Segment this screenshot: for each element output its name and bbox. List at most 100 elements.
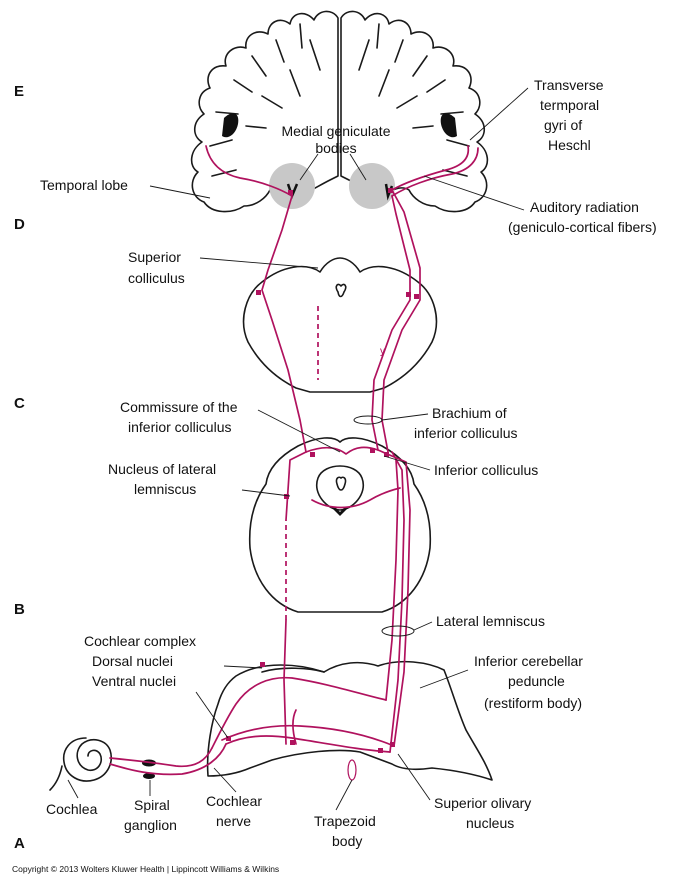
leader-auditory-radiation [424, 176, 524, 210]
trapezoid-ring [348, 760, 356, 780]
label-temporal-lobe: Temporal lobe [40, 177, 128, 193]
cerebral-aqueduct-lower [336, 477, 345, 490]
right-medial-geniculate-body [349, 163, 395, 209]
label-line: Ventral nuclei [92, 673, 176, 689]
label-line: Superior [128, 249, 181, 265]
label-heschl: Transverse termporal gyri of Heschl [534, 77, 604, 153]
label-line: body [332, 833, 362, 849]
label-cochlear-nerve: Cochlear nerve [206, 793, 262, 829]
leader-superior-olivary [398, 754, 430, 800]
right-auditory-radiation [392, 146, 468, 190]
label-line: Medial geniculate [282, 123, 391, 139]
section-marker-c: C [14, 395, 25, 412]
leader-ventral-nuclei [196, 692, 228, 738]
label-line: nerve [216, 813, 251, 829]
leader-lateral-lemniscus [414, 622, 432, 630]
leader-nucleus-ll [242, 490, 290, 496]
dorsal-nuclei-projection [212, 678, 386, 748]
left-sulci [210, 24, 320, 176]
midbrain-superior-colliculus [244, 258, 437, 392]
label-cochlear-complex: Cochlear complex Dorsal nuclei Ventral n… [84, 633, 196, 689]
cochlea-spiral [64, 738, 112, 781]
label-line: Inferior cerebellar [474, 653, 583, 669]
label-line: Dorsal nuclei [92, 653, 173, 669]
copyright-notice: Copyright © 2013 Wolters Kluwer Health |… [12, 864, 279, 874]
commissure-lower [312, 488, 400, 508]
section-marker-e: E [14, 83, 24, 100]
label-nucleus-lateral-lemniscus: Nucleus of lateral lemniscus [108, 461, 216, 497]
cerebral-aqueduct-upper [336, 284, 345, 296]
label-line: Cochlear complex [84, 633, 196, 649]
label-line: colliculus [128, 270, 185, 286]
label-line: Spiral [134, 797, 170, 813]
label-line: Superior olivary [434, 795, 531, 811]
synapse-marker [388, 188, 393, 193]
right-auditory-radiation-2 [392, 148, 478, 196]
label-spiral-ganglion: Spiral ganglion [124, 797, 177, 833]
brachium-right-2 [382, 190, 420, 452]
label-line: (geniculo-cortical fibers) [508, 219, 657, 235]
label-line: Transverse [534, 77, 604, 93]
label-line: gyri of [544, 117, 582, 133]
label-line: (restiform body) [484, 695, 582, 711]
label-line: Cochlear [206, 793, 262, 809]
synapse-marker [378, 748, 383, 753]
label-brachium: Brachium of inferior colliculus [414, 405, 517, 441]
label-line: Commissure of the [120, 399, 238, 415]
label-line: Brachium of [432, 405, 507, 421]
synapse-marker [370, 448, 375, 453]
section-marker-a: A [14, 835, 25, 852]
leader-cochlea [68, 780, 78, 798]
label-commissure: Commissure of the inferior colliculus [120, 399, 238, 435]
left-lateral-sulcus-insula [222, 113, 238, 137]
right-lateral-sulcus-insula [441, 113, 457, 137]
left-hemisphere [192, 11, 338, 211]
label-line: Auditory radiation [530, 199, 639, 215]
section-marker-b: B [14, 601, 25, 618]
label-line: lemniscus [134, 481, 196, 497]
label-auditory-radiation: Auditory radiation (geniculo-cortical fi… [508, 199, 657, 235]
label-medial-geniculate: Medial geniculate bodies [282, 123, 391, 156]
left-nucleus-lateral-lemniscus-fiber [286, 452, 306, 520]
label-line: bodies [315, 140, 356, 156]
cochlea [50, 738, 111, 790]
trapezoid-body-fibers [222, 726, 394, 746]
brachium-right-1 [372, 196, 410, 450]
label-line: Trapezoid [314, 813, 376, 829]
synapse-marker [406, 292, 411, 297]
fiber-cross-mark: y [380, 346, 385, 357]
cerebrum-section [192, 11, 488, 211]
brachium-ring [354, 416, 382, 424]
lateral-lemniscus-ring [382, 626, 414, 636]
leader-superior-colliculus [200, 258, 318, 268]
label-cochlea: Cochlea [46, 801, 98, 817]
label-superior-olivary: Superior olivary nucleus [434, 795, 531, 831]
right-sulci [359, 24, 469, 176]
label-trapezoid-body: Trapezoid body [314, 813, 376, 849]
left-brachium [262, 196, 306, 452]
label-line: nucleus [466, 815, 514, 831]
left-medial-geniculate-body [269, 163, 315, 209]
label-inferior-colliculus: Inferior colliculus [434, 462, 538, 478]
commissure-fibers [306, 447, 378, 454]
label-superior-colliculus: Superior colliculus [128, 249, 185, 286]
leader-cochlear-nerve [214, 768, 236, 792]
label-line: ganglion [124, 817, 177, 833]
ventral-projection [226, 736, 390, 752]
synapse-marker [414, 294, 419, 299]
synapse-marker [288, 190, 293, 195]
label-line: Heschl [548, 137, 591, 153]
periaqueductal-gray [317, 466, 364, 510]
label-line: inferior colliculus [414, 425, 517, 441]
synapse-marker [310, 452, 315, 457]
label-lateral-lemniscus: Lateral lemniscus [436, 613, 545, 629]
label-line: inferior colliculus [128, 419, 231, 435]
label-line: peduncle [508, 673, 565, 689]
synapse-marker [390, 742, 395, 747]
label-line: termporal [540, 97, 599, 113]
synapse-marker [260, 662, 265, 667]
label-inferior-cerebellar-peduncle: Inferior cerebellar peduncle (restiform … [474, 653, 583, 711]
leader-icp [420, 670, 468, 688]
